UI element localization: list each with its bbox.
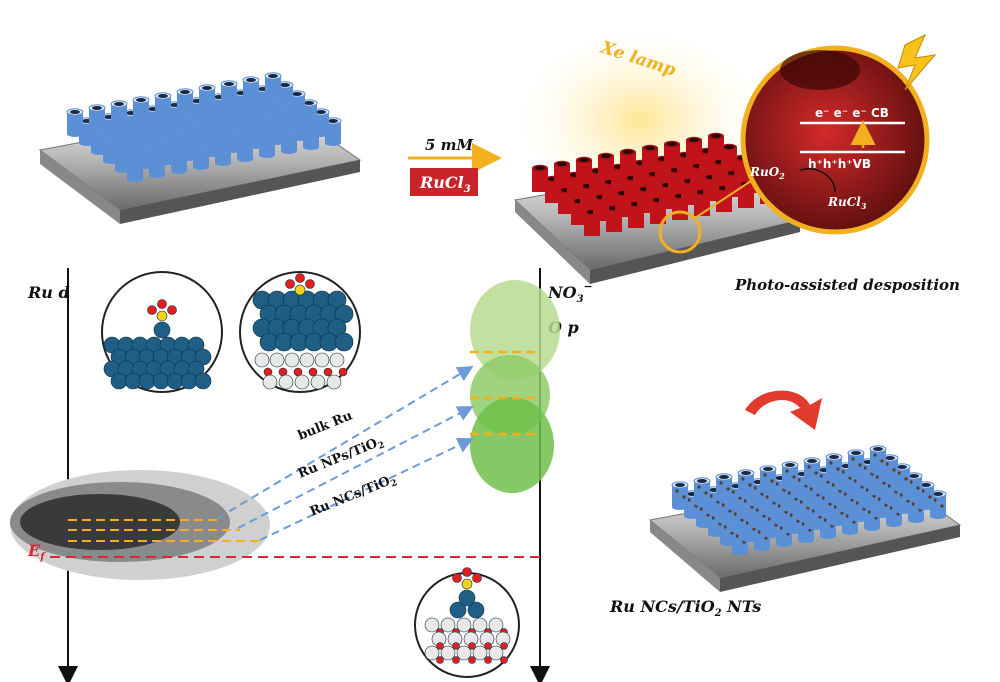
decorated-nanotube — [917, 481, 935, 510]
decorated-nanotube — [893, 463, 911, 492]
lightning-icon — [897, 33, 937, 91]
decorated-nanotube — [715, 473, 733, 502]
arrow-label-0: bulk Ru — [296, 408, 355, 443]
decorated-nanotube — [759, 465, 777, 494]
red-nanotube — [721, 143, 737, 171]
nanotube — [88, 104, 106, 133]
red-nanotube — [532, 164, 548, 192]
magnified-inset: e⁻ e⁻ e⁻ CB h⁺h⁺h⁺VB RuO2 RuCl3 — [740, 33, 937, 235]
arrow-label-1: Ru NPs/TiO2 — [296, 434, 386, 484]
decorated-nanotube — [847, 449, 865, 478]
nanotube — [66, 108, 84, 137]
no3-label: NO — [547, 283, 577, 302]
svg-text:Ru NCs/TiO2 NTs: Ru NCs/TiO2 NTs — [609, 597, 761, 619]
red-nanotube — [620, 148, 636, 176]
zoom-circle — [658, 210, 702, 254]
red-nanotube — [642, 144, 658, 172]
nanotube — [220, 80, 238, 109]
ru-d-label: Ru d — [27, 283, 70, 302]
svg-text:Ef: Ef — [27, 541, 46, 563]
red-nanotube — [708, 132, 724, 160]
rucl3-label: RuCl — [827, 195, 861, 209]
decorated-nanotube — [781, 461, 799, 490]
nanotube — [242, 76, 260, 105]
red-nanotube — [554, 160, 570, 188]
model-ru-nps-tio2 — [239, 271, 361, 393]
nanotube — [176, 88, 194, 117]
svg-text:NO3−: NO3− — [547, 280, 593, 305]
tio2-nanotube-array — [38, 72, 362, 224]
ru-d-dos-inner — [20, 494, 180, 550]
nanotube — [132, 96, 150, 125]
nanotube — [264, 72, 282, 101]
nanotube — [154, 92, 172, 121]
svg-text:RuCl3: RuCl3 — [827, 195, 867, 211]
nanotube — [198, 84, 216, 113]
decorated-nanotube — [825, 453, 843, 482]
ru-ncs-tio2-nanotube-array — [648, 445, 962, 592]
ruo2-loaded-nanotube-array — [513, 132, 801, 284]
model-ru-ncs-tio2 — [414, 567, 520, 678]
vb-label: h⁺h⁺h⁺VB — [808, 157, 871, 171]
red-nanotube — [598, 152, 614, 180]
model-bulk-ru — [101, 271, 223, 393]
curved-arrow-icon — [745, 390, 822, 430]
reagent-badge — [410, 168, 478, 196]
reagent-label: RuCl — [419, 173, 464, 192]
decorated-nanotube — [869, 445, 887, 474]
arrow-label-2: Ru NCs/TiO2 — [308, 472, 399, 522]
ruo2-label: RuO — [749, 165, 780, 179]
red-nanotube — [576, 156, 592, 184]
svg-text:RuCl3: RuCl3 — [419, 173, 471, 195]
electroreduction-step: Electroreduction — [745, 390, 822, 430]
concentration-label: 5 mM — [425, 136, 474, 154]
photo-deposition-label: Photo-assisted desposition — [734, 276, 960, 294]
op-dos-3 — [470, 397, 554, 493]
decorated-nanotube — [737, 469, 755, 498]
decorated-nanotube — [671, 481, 689, 510]
nanotube — [110, 100, 128, 129]
op-dos-1 — [470, 280, 560, 380]
cb-label: e⁻ e⁻ e⁻ CB — [815, 106, 889, 120]
red-nanotube — [686, 136, 702, 164]
reagent-subscript: 3 — [464, 184, 471, 195]
svg-text:RuO2: RuO2 — [749, 165, 785, 181]
fermi-label: E — [27, 541, 41, 560]
red-nanotube — [664, 140, 680, 168]
deposition-step-arrow: 5 mM RuCl3 — [408, 136, 502, 196]
decorated-nanotube — [803, 457, 821, 486]
product-label: Ru NCs/TiO — [609, 597, 715, 616]
decorated-nanotube — [693, 477, 711, 506]
